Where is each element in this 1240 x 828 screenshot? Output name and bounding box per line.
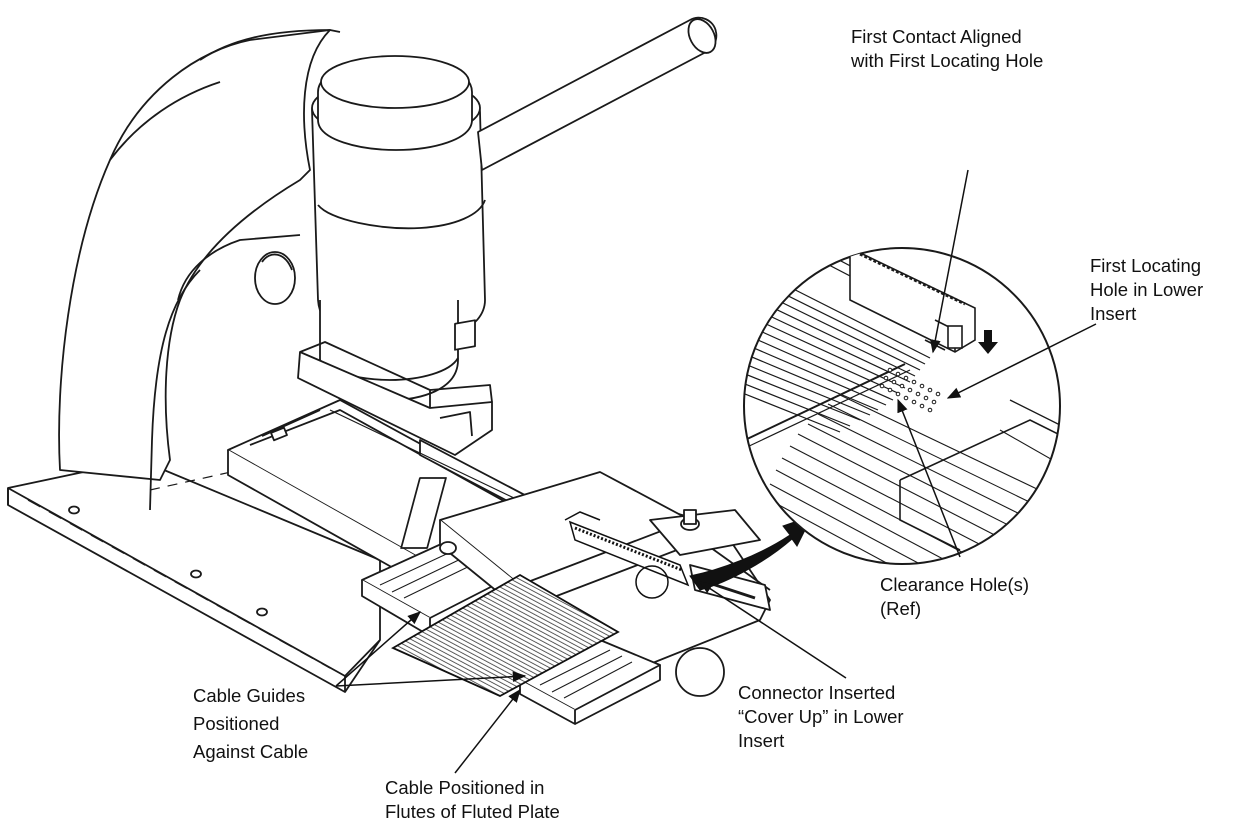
down-arrow-icon [978, 330, 998, 354]
mounting-hole [256, 607, 268, 617]
label-line: “Cover Up” in Lower [738, 706, 904, 727]
label-first-contact: First Contact Aligned with First Locatin… [851, 25, 1043, 73]
ribbon-cable [391, 573, 620, 698]
label-line: Insert [1090, 303, 1137, 324]
press-frame [7, 16, 718, 693]
label-cable-guides: Cable Guides Positioned Against Cable [193, 682, 308, 766]
label-line: Insert [738, 730, 785, 751]
detail-circle [743, 247, 1061, 565]
label-line: First Locating [1090, 255, 1202, 276]
label-connector-inserted: Connector Inserted “Cover Up” in Lower I… [738, 681, 904, 753]
label-first-locating-hole: First Locating Hole in Lower Insert [1090, 254, 1203, 326]
label-line: Flutes of Fluted Plate [385, 801, 560, 822]
label-line: Positioned [193, 713, 280, 734]
label-line: Cable Positioned in [385, 777, 545, 798]
fixture [361, 471, 771, 725]
label-line: Connector Inserted [738, 682, 896, 703]
label-line: Hole in Lower [1090, 279, 1204, 300]
label-line: Cable Guides [193, 685, 306, 706]
mounting-hole [68, 505, 80, 515]
label-clearance-holes: Clearance Hole(s) (Ref) [880, 573, 1029, 621]
handle [477, 16, 718, 171]
leader-lines [335, 169, 1097, 774]
label-line: Clearance Hole(s) [880, 574, 1030, 595]
knob [675, 647, 725, 697]
label-cable-positioned: Cable Positioned in Flutes of Fluted Pla… [385, 776, 560, 824]
label-line: First Contact Aligned [851, 26, 1022, 47]
label-line: Against Cable [193, 741, 309, 762]
c-frame [58, 29, 331, 481]
mounting-hole [190, 569, 202, 579]
label-line: (Ref) [880, 598, 922, 619]
connector-small [564, 511, 690, 599]
label-line: with First Locating Hole [851, 50, 1044, 71]
clearance-holes [879, 367, 941, 413]
